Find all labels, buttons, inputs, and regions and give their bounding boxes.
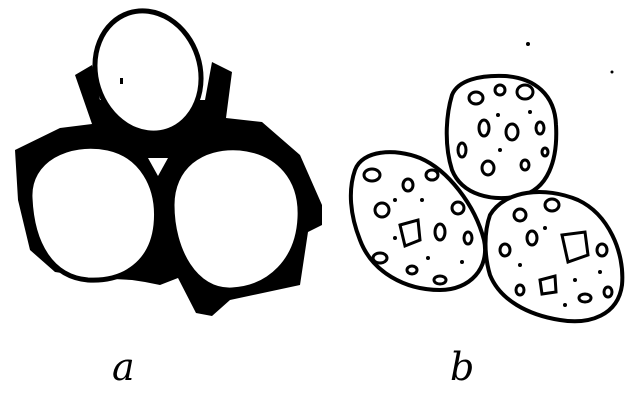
panel-b-label: b — [450, 348, 474, 386]
panel-a-left-cell — [30, 146, 157, 280]
panel-b-drawing — [351, 76, 622, 321]
panel-a-right-cell — [172, 148, 300, 290]
panel-a-label: a — [112, 348, 135, 386]
panel-a-drawing — [15, 0, 322, 316]
panel-a-speck — [120, 78, 123, 84]
